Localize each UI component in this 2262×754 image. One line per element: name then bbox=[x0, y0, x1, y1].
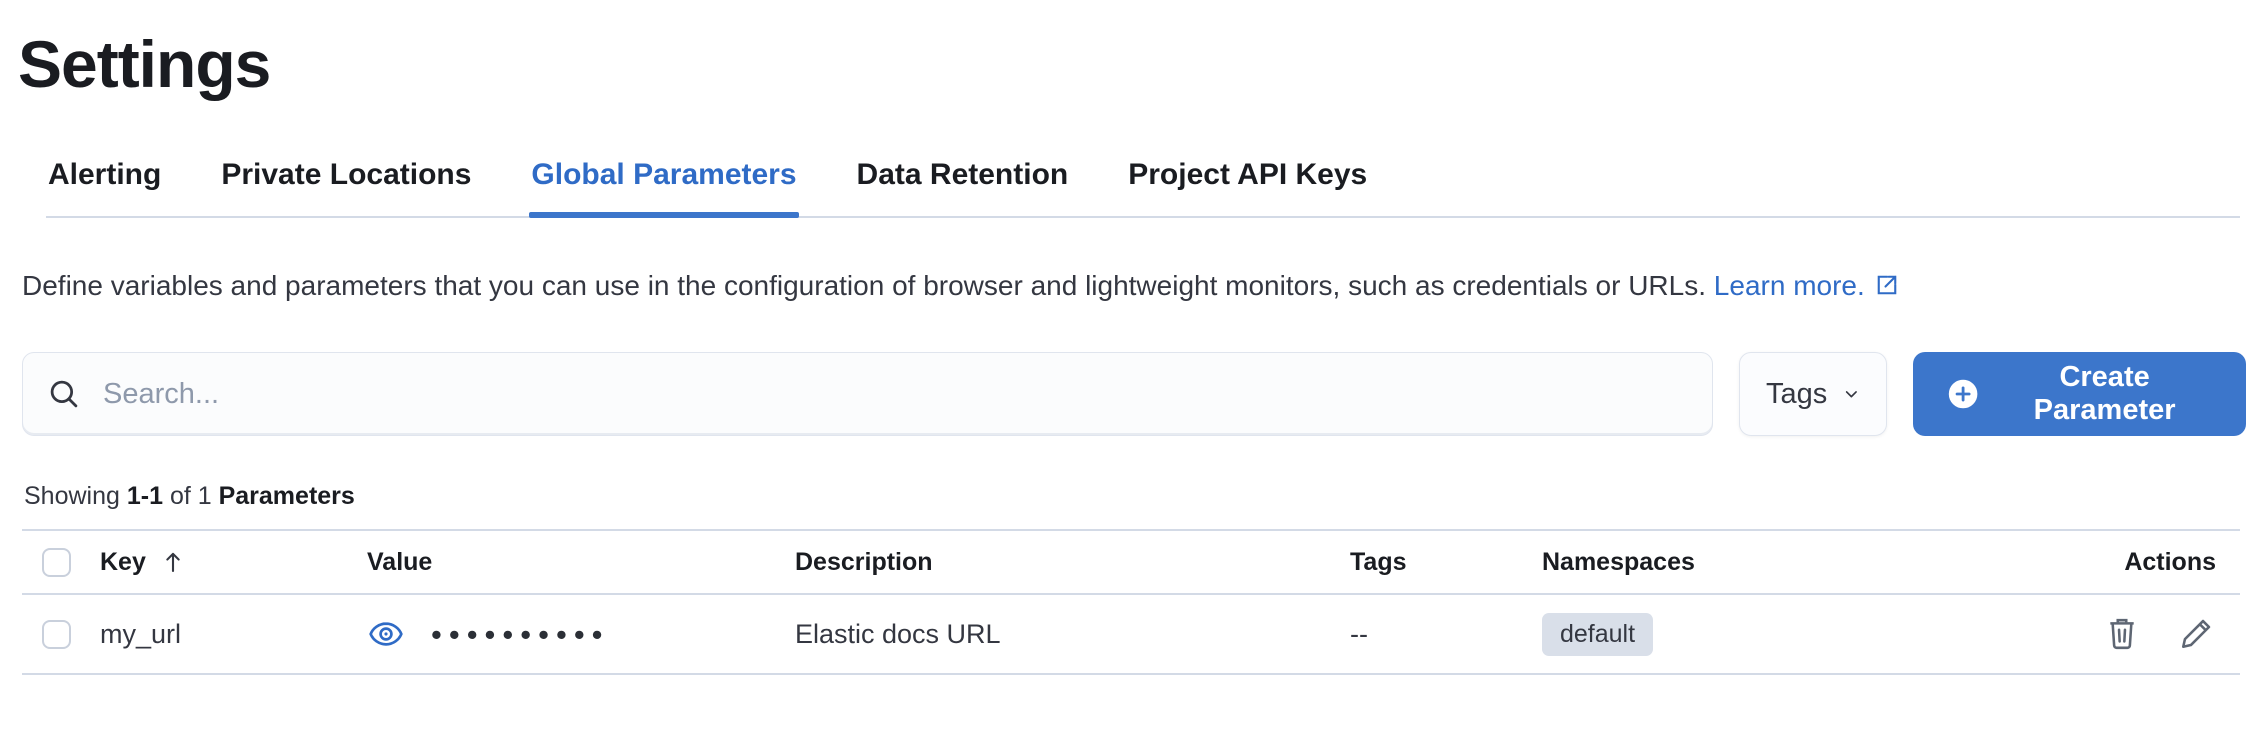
delete-button[interactable] bbox=[2104, 616, 2140, 652]
learn-more-label: Learn more. bbox=[1713, 270, 1865, 301]
summary-showing: Showing bbox=[24, 482, 127, 510]
tab-private-locations[interactable]: Private Locations bbox=[221, 158, 472, 191]
namespace-badge: default bbox=[1542, 612, 1654, 656]
summary-entity: Parameters bbox=[218, 482, 355, 510]
trash-icon bbox=[2110, 618, 2134, 650]
toolbar: Tags Create Parameter bbox=[22, 352, 2246, 436]
settings-page: Settings Alerting Private Locations Glob… bbox=[0, 26, 2262, 754]
row-key: my_url bbox=[100, 618, 182, 649]
tab-alerting[interactable]: Alerting bbox=[48, 158, 162, 191]
search-box bbox=[22, 352, 1713, 436]
create-parameter-button[interactable]: Create Parameter bbox=[1913, 352, 2246, 436]
summary-of: of 1 bbox=[163, 482, 219, 510]
masked-value: •••••••••• bbox=[431, 616, 610, 652]
row-description: Elastic docs URL bbox=[795, 618, 1001, 649]
create-parameter-label: Create Parameter bbox=[2033, 361, 2176, 426]
key-header-label: Key bbox=[100, 547, 146, 576]
search-input[interactable] bbox=[103, 377, 1688, 411]
description-text: Define variables and parameters that you… bbox=[22, 270, 1707, 301]
row-checkbox[interactable] bbox=[42, 619, 71, 649]
show-value-button[interactable] bbox=[367, 615, 405, 653]
tags-dropdown-button[interactable]: Tags bbox=[1739, 352, 1887, 436]
sort-ascending-icon bbox=[166, 552, 180, 572]
tab-global-parameters[interactable]: Global Parameters bbox=[529, 158, 799, 218]
results-summary: Showing 1-1 of 1 Parameters bbox=[24, 482, 2240, 511]
tab-data-retention[interactable]: Data Retention bbox=[856, 158, 1069, 191]
page-description: Define variables and parameters that you… bbox=[22, 262, 2240, 310]
pencil-icon bbox=[2181, 619, 2211, 649]
row-namespaces: default bbox=[1542, 612, 1842, 656]
select-all-checkbox[interactable] bbox=[42, 547, 71, 577]
edit-button[interactable] bbox=[2178, 616, 2214, 652]
chevron-down-icon bbox=[1846, 391, 1858, 398]
column-header-tags: Tags bbox=[1350, 547, 1407, 576]
summary-range: 1-1 bbox=[126, 482, 163, 510]
column-header-actions: Actions bbox=[2124, 547, 2216, 576]
external-link-icon bbox=[1877, 275, 1897, 295]
search-icon bbox=[50, 380, 78, 408]
column-header-value: Value bbox=[367, 547, 433, 576]
row-tags: -- bbox=[1350, 618, 1368, 649]
row-actions bbox=[1842, 616, 2240, 652]
column-header-key[interactable]: Key bbox=[100, 548, 367, 577]
learn-more-link[interactable]: Learn more. bbox=[1714, 270, 1899, 301]
row-value: •••••••••• bbox=[367, 615, 795, 653]
tags-dropdown-label: Tags bbox=[1766, 377, 1828, 410]
tab-project-api-keys[interactable]: Project API Keys bbox=[1128, 158, 1368, 191]
column-header-namespaces: Namespaces bbox=[1542, 547, 1695, 576]
table-header-row: Key Value Description Tags Namespaces Ac… bbox=[22, 529, 2240, 595]
table-row: my_url •••••••••• Elastic docs URL -- de… bbox=[22, 595, 2240, 675]
column-header-description: Description bbox=[795, 547, 933, 576]
parameters-table: Key Value Description Tags Namespaces Ac… bbox=[22, 529, 2240, 675]
plus-circle-icon bbox=[1948, 379, 1978, 409]
page-title: Settings bbox=[18, 27, 271, 101]
eye-icon bbox=[369, 622, 403, 646]
settings-tabs: Alerting Private Locations Global Parame… bbox=[46, 158, 2240, 218]
